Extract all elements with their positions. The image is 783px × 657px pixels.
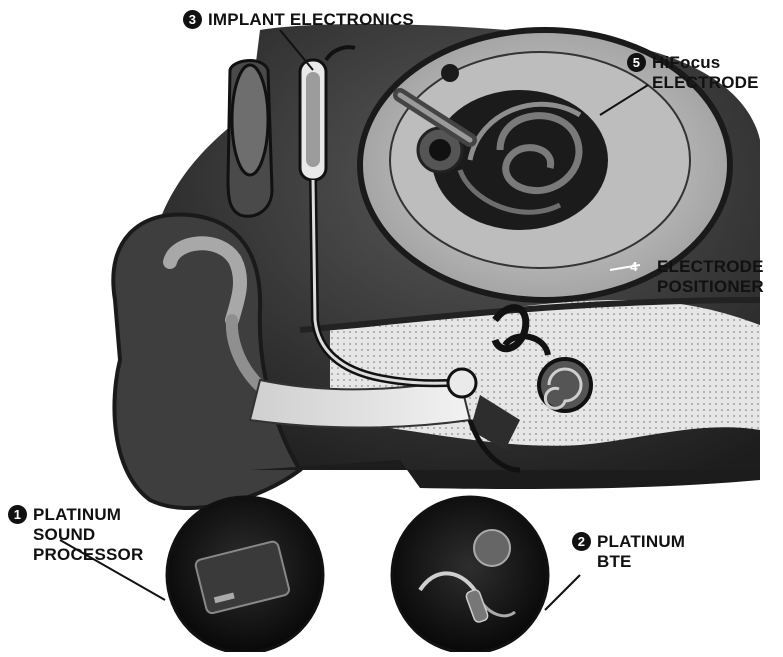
label-hifocus-line2: ELECTRODE xyxy=(652,73,759,92)
label-bte-line2: BTE xyxy=(597,552,632,571)
label-hifocus-line1: HiFocus xyxy=(652,53,720,72)
headpiece-magnet xyxy=(232,65,268,175)
label-processor-line3: PROCESSOR xyxy=(33,545,143,564)
label-implant-electronics-text: IMPLANT ELECTRONICS xyxy=(208,10,414,29)
label-hifocus-electrode: 5 HiFocus ELECTRODE xyxy=(627,53,759,93)
label-processor-line1: PLATINUM xyxy=(33,505,121,524)
label-processor-line2: SOUND xyxy=(33,525,95,544)
label-implant-electronics: 3 IMPLANT ELECTRONICS xyxy=(183,10,414,30)
label-bte-line1: PLATINUM xyxy=(597,532,685,551)
label-positioner-line2: POSITIONER xyxy=(657,277,764,296)
badge-4: 4 xyxy=(627,257,641,276)
bte-inset xyxy=(392,497,580,652)
label-electrode-positioner: 4 ELECTRODE POSITIONER xyxy=(627,257,764,297)
badge-3: 3 xyxy=(183,10,202,29)
badge-2: 2 xyxy=(572,532,591,551)
label-platinum-sound-processor: 1 PLATINUM SOUND PROCESSOR xyxy=(8,505,143,565)
label-positioner-line1: ELECTRODE xyxy=(657,257,764,276)
badge-1: 1 xyxy=(8,505,27,524)
badge-5: 5 xyxy=(627,53,646,72)
label-platinum-bte: 2 PLATINUM BTE xyxy=(572,532,685,572)
